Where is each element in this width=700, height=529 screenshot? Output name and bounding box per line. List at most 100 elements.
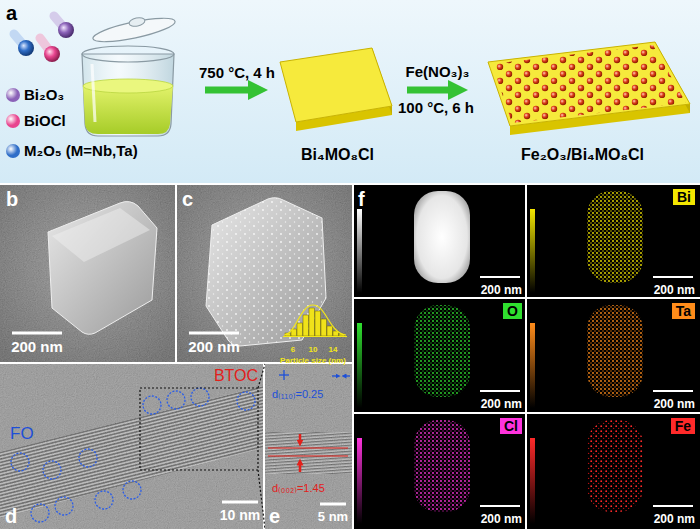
lid-knob [128, 16, 145, 27]
map-background [527, 299, 700, 412]
crucible-lid [91, 13, 176, 46]
ta-map [527, 299, 700, 412]
scale-bar [12, 332, 62, 335]
size-histogram [283, 305, 347, 337]
particle-circle [95, 491, 113, 509]
map-background [354, 299, 525, 412]
element-map [414, 305, 470, 397]
product-label: Fe₂O₃/Bi₄MO₈Cl [521, 145, 644, 164]
image-noise [265, 364, 352, 529]
zoom-leader [258, 364, 265, 388]
bi4tao8cl-crystal [48, 202, 157, 335]
scale-bar-label: 5 nm [318, 510, 348, 525]
scale-bar-label: 200 nm [654, 398, 695, 412]
spacing-marks [279, 370, 350, 380]
scale-bar [653, 276, 693, 278]
element-map [414, 420, 470, 512]
zoom-box [140, 388, 258, 470]
red-arrow [299, 462, 302, 472]
process-condition: 100 °C, 6 h [398, 99, 474, 117]
tick-label: 6 [291, 345, 295, 354]
scale-bar-label: 200 nm [11, 338, 63, 355]
particle-circle [123, 481, 141, 499]
scale-bar [320, 503, 346, 506]
scale-bar-label: 200 nm [654, 513, 695, 527]
crucible [82, 13, 177, 136]
axis-title: Particle size (nm) [280, 356, 346, 365]
panel-letter: a [6, 2, 17, 25]
scale-bar-label: 10 nm [220, 506, 260, 524]
legend-entry: BiOCl [6, 112, 66, 130]
scale-bar-label: 200 nm [481, 509, 522, 527]
panel-background [354, 185, 700, 529]
element-label: Fe [671, 417, 695, 435]
fringe-line [268, 447, 348, 448]
panel-letter: d [5, 505, 17, 528]
scale-bar [480, 505, 520, 507]
precursor-sphere [44, 46, 60, 62]
crystal-facet [52, 208, 150, 262]
melt-surface [83, 79, 173, 93]
map-background [527, 414, 700, 529]
panel-letter: b [6, 188, 18, 211]
red-arrow [299, 434, 302, 443]
scale-bar-label: 200 nm [654, 509, 695, 527]
product-node: Fe₂O₃/Bi₄MO₈Cl [470, 40, 695, 166]
color-bar [530, 209, 535, 293]
scale-bar-label: 200 nm [654, 284, 695, 298]
particle-circle [191, 388, 209, 406]
particle-circle [31, 504, 49, 522]
plate-top-face [488, 42, 690, 126]
element-map [587, 305, 643, 397]
crucible-rim [82, 46, 174, 62]
lattice-spacing: d₍₁₁₀₎=0.25 [272, 384, 323, 402]
element-label: Ta [672, 302, 695, 320]
panel-letter: e [269, 505, 280, 528]
scale-bar [480, 276, 520, 278]
product-label: Bi₄MO₈Cl [301, 145, 374, 164]
histogram-bar [309, 308, 315, 336]
histogram-bar [315, 311, 321, 336]
panel-letter: c [182, 188, 193, 211]
color-bar [357, 438, 362, 524]
panel-letter: d [5, 505, 17, 528]
particle-circle [79, 449, 97, 467]
o-map [354, 299, 525, 412]
haadf-map [354, 185, 525, 297]
element-label: O [503, 303, 522, 319]
tick-label: 10 [309, 345, 318, 354]
d002-marks [268, 434, 348, 472]
histogram-axis [283, 336, 347, 337]
particle-circle [55, 497, 73, 515]
map-background [354, 414, 525, 529]
element-map [587, 191, 643, 283]
panel-background [0, 0, 700, 183]
element-label: Cl [500, 417, 522, 435]
legend-text: M₂O₅ (M=Nb,Ta) [24, 142, 138, 160]
scale-bar-label: 200 nm [654, 280, 695, 298]
scale-bar-label: 200 nm [481, 394, 522, 412]
phase-label: BTOC [214, 367, 258, 385]
color-bar [530, 323, 535, 408]
lattice-spacing: d₍₀₀₂₎=1.45 [272, 482, 325, 495]
legend-text: BiOCl [24, 112, 66, 130]
spacing-arrow [344, 375, 350, 376]
lattice-spacing: d₍₁₁₀₎=0.25 [272, 388, 323, 401]
scale-bar-label: 5 nm [318, 507, 348, 525]
scale-bar [480, 390, 520, 392]
bi-map [527, 185, 700, 297]
element-label: Fe [671, 418, 695, 434]
particle-circle [11, 453, 29, 471]
precursor-sphere [18, 40, 34, 56]
fringe-line [268, 455, 348, 456]
fe2o3-particles [206, 198, 326, 346]
legend-swatch [6, 114, 20, 128]
legend-swatch [6, 88, 20, 102]
particle-image [414, 191, 470, 283]
tick-label: 6 [291, 338, 295, 356]
scale-bar-label: 200 nm [481, 398, 522, 412]
lattice-spacing: d₍₀₀₂₎=1.45 [272, 478, 325, 496]
sem-image [177, 185, 352, 362]
